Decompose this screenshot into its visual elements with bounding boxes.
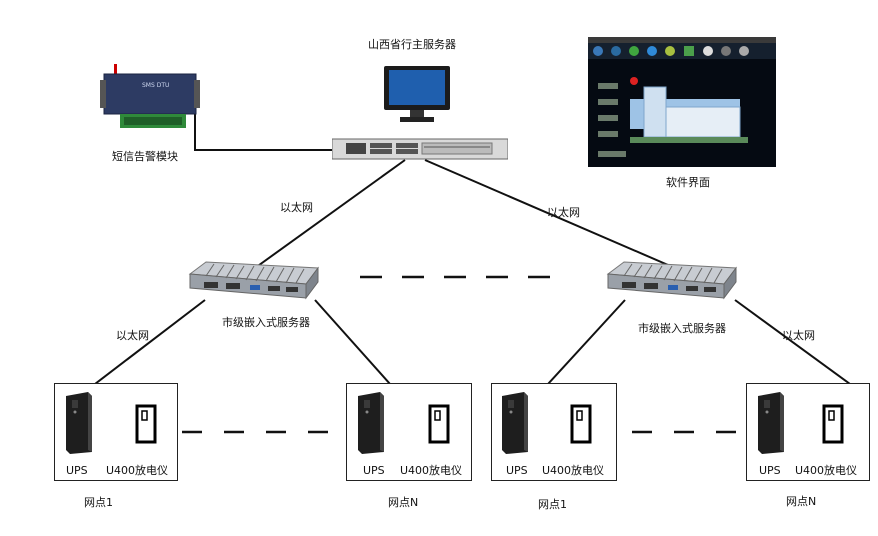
u400-meter-icon — [135, 404, 157, 444]
meter-label: U400放电仪 — [400, 464, 463, 477]
ups-tower-icon — [64, 392, 94, 454]
ethernet-label-right: 以太网 — [782, 329, 815, 342]
ethernet-label-top-right: 以太网 — [547, 206, 580, 219]
site-name-label: 网点1 — [538, 498, 567, 511]
left-siteN-line — [314, 299, 391, 385]
right-ethernet-line — [424, 159, 676, 269]
city-server-right-label: 市级嵌入式服务器 — [638, 322, 726, 335]
ethernet-label-top-left: 以太网 — [280, 201, 313, 214]
software-label: 软件界面 — [666, 176, 710, 189]
city-server-right — [602, 260, 742, 302]
city-server-left-label: 市级嵌入式服务器 — [222, 316, 310, 329]
site-name-label: 网点N — [786, 495, 817, 508]
left-site1-line — [94, 299, 206, 385]
site-name-label: 网点N — [388, 496, 419, 509]
meter-label: U400放电仪 — [542, 464, 605, 477]
ups-tower-icon — [500, 392, 530, 454]
sms-link-line — [194, 95, 335, 151]
main-server-rack — [331, 136, 509, 162]
software-screenshot — [588, 37, 776, 167]
ups-tower-icon — [356, 392, 386, 454]
ups-label: UPS — [506, 464, 528, 477]
sms-module-label: 短信告警模块 — [112, 150, 178, 163]
right-siteN-line — [734, 299, 851, 385]
sms-module-icon — [100, 64, 200, 128]
meter-label: U400放电仪 — [106, 464, 169, 477]
right-site1-line — [547, 299, 626, 385]
ups-label: UPS — [759, 464, 781, 477]
ups-label: UPS — [66, 464, 88, 477]
u400-meter-icon — [822, 404, 844, 444]
sms-module-text: SMS DTU — [142, 82, 170, 89]
left-ethernet-line — [254, 159, 406, 269]
meter-label: U400放电仪 — [795, 464, 858, 477]
u400-meter-icon — [570, 404, 592, 444]
ups-label: UPS — [363, 464, 385, 477]
ups-tower-icon — [756, 392, 786, 454]
sms-module: SMS DTU — [100, 62, 200, 134]
u400-meter-icon — [428, 404, 450, 444]
city-server-left — [184, 260, 324, 302]
main-server-label: 山西省行主服务器 — [368, 38, 456, 51]
ethernet-label-left: 以太网 — [116, 329, 149, 342]
monitor-icon — [382, 64, 452, 124]
site-name-label: 网点1 — [84, 496, 113, 509]
